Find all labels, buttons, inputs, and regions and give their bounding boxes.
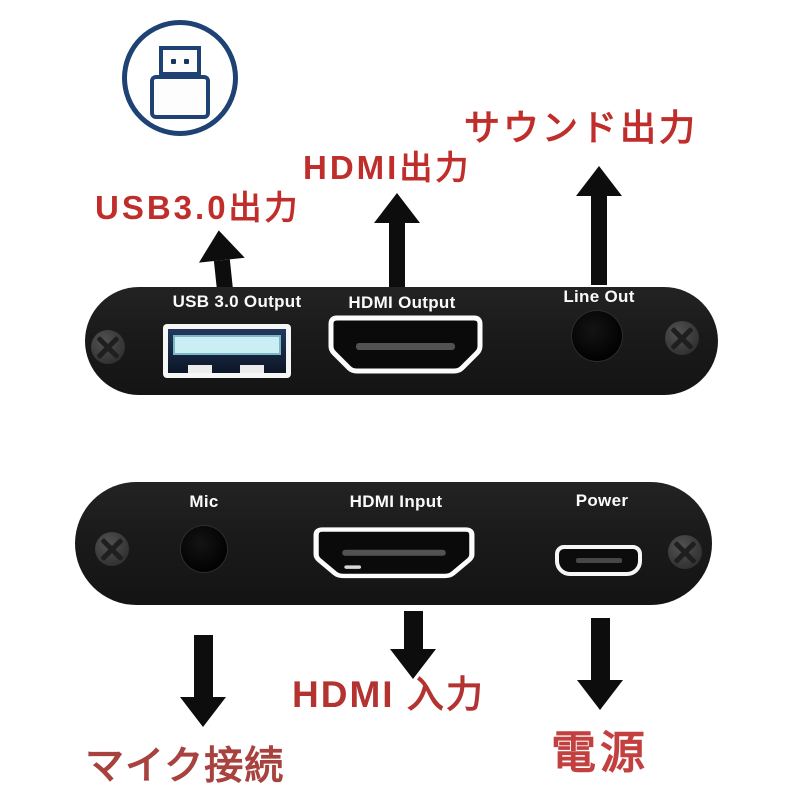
arrow-shaft <box>403 611 423 649</box>
power-port-label: Power <box>575 491 629 510</box>
annotation-hdmi-input: HDMI 入力 <box>292 674 485 715</box>
arrow-shaft <box>590 618 610 680</box>
micro-usb-power-port <box>555 545 642 576</box>
arrow-head <box>180 697 226 727</box>
annotation-sound-output: サウンド出力 <box>464 107 699 148</box>
arrow-up-usb-output-icon <box>195 227 248 292</box>
hdmi-output-port <box>328 315 483 374</box>
mic-jack <box>181 526 227 572</box>
usb-port-notch <box>188 365 212 373</box>
arrow-shaft <box>193 635 213 697</box>
hdmi-port-pin-glint <box>344 565 362 569</box>
hdmi-input-port <box>313 527 475 579</box>
usb-pin-dot <box>171 58 176 64</box>
line-out-port-label: Line Out <box>563 287 635 306</box>
capture-box-output-panel: USB 3.0 Output HDMI Output Line Out <box>85 287 718 395</box>
screw-icon <box>668 535 702 569</box>
usb-port-notch <box>240 365 264 373</box>
usb-plug-body <box>150 75 210 119</box>
annotation-power: 電源 <box>551 727 650 778</box>
arrow-down-mic-icon <box>180 635 226 727</box>
arrow-up-hdmi-output-icon <box>374 193 420 288</box>
arrow-head <box>576 166 622 196</box>
micro-usb-slot <box>575 558 622 563</box>
hdmi-input-port-label: HDMI Input <box>349 492 443 511</box>
usb-badge-icon <box>122 20 238 136</box>
usb-plug-head <box>159 46 201 76</box>
hdmi-output-port-label: HDMI Output <box>348 293 456 312</box>
hdmi-port-slot <box>342 549 446 556</box>
usb-a-port <box>163 324 291 378</box>
arrow-up-line-out-icon <box>576 166 622 285</box>
usb-output-port-label: USB 3.0 Output <box>172 292 302 311</box>
screw-icon <box>665 321 699 355</box>
annotation-hdmi-output: HDMI出力 <box>303 149 472 186</box>
arrow-shaft <box>389 223 405 288</box>
arrow-head <box>195 227 245 263</box>
annotation-mic-connect: マイク接続 <box>85 745 285 788</box>
line-out-jack <box>572 311 622 361</box>
arrow-head <box>390 649 436 679</box>
screw-icon <box>95 532 129 566</box>
arrow-down-hdmi-input-icon <box>390 611 436 679</box>
usb-pin-dot <box>184 58 189 64</box>
arrow-shaft <box>591 196 607 285</box>
mic-port-label: Mic <box>189 492 219 511</box>
usb-port-cavity <box>168 329 286 373</box>
usb-port-tongue <box>173 335 281 355</box>
arrow-down-power-icon <box>577 618 623 710</box>
screw-icon <box>91 330 125 364</box>
arrow-head <box>577 680 623 710</box>
annotation-usb3-output: USB3.0出力 <box>95 189 301 226</box>
arrow-head <box>374 193 420 223</box>
hdmi-port-slot <box>356 343 455 350</box>
capture-box-input-panel: Mic HDMI Input Power <box>75 482 712 605</box>
